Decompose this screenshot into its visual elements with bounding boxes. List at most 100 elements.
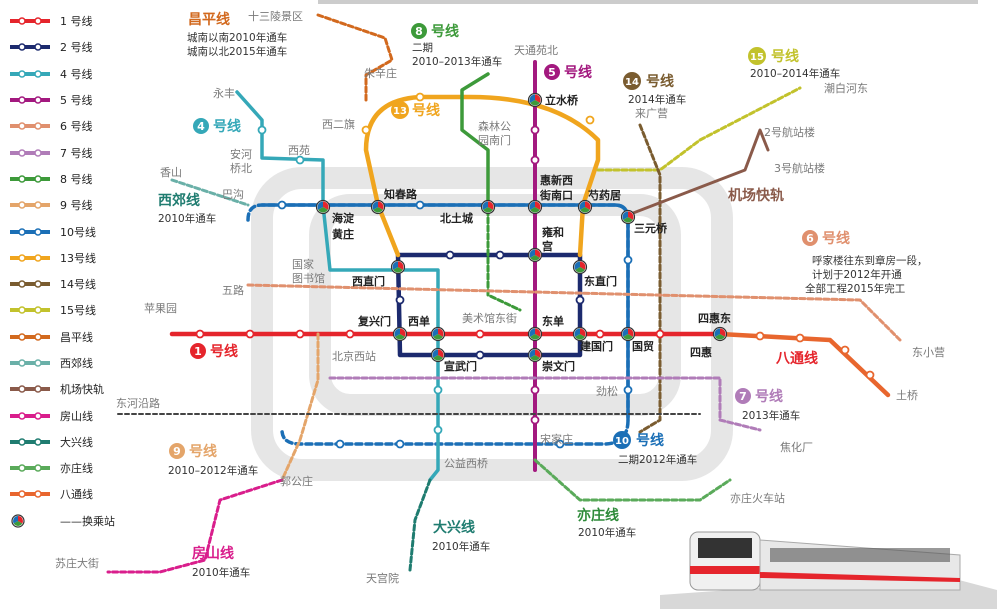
line-name-labels: 1 号线 4 号线 5 号线 6 号线 7 号线 8 号线 9 号线 10 号线… [158,11,850,562]
line-name: 号线 [771,48,799,65]
legend-swatch [10,17,50,25]
legend-item: 15号线 [8,297,126,323]
line-name: 亦庄线 [577,507,619,524]
legend-item: ——换乘站 [8,508,126,534]
station-label: 亦庄火车站 [730,491,785,505]
train-illustration [660,531,997,609]
legend-swatch [10,227,50,236]
station-label: 芍药居 [588,188,621,202]
line-notes: 城南以南2010年通车 城南以北2015年通车 二期 2010–2013年通车 … [158,31,928,579]
line-name: 号线 [564,64,592,81]
note-text: 2010年通车 [432,540,490,553]
line-8-extension [486,208,522,312]
note-text: 2014年通车 [628,93,686,106]
legend-label: 八通线 [60,488,93,502]
line-4 [235,90,440,482]
note-text: 2010–2013年通车 [412,55,502,68]
station-label: 西苑 [288,144,310,157]
station-label: 知春路 [383,187,418,201]
station-label: 土桥 [896,389,918,402]
top-bar [318,0,978,4]
legend-swatch [10,464,50,472]
yizhuang-line [533,458,732,502]
note-text: 二期 [412,42,433,54]
line-7 [328,376,762,432]
legend-swatch [10,69,50,78]
legend-label: 昌平线 [60,330,93,344]
legend-item: 9 号线 [8,192,126,218]
line-name: 号线 [822,230,850,247]
legend-item: 2 号线 [8,34,126,60]
note-text: 2010年通车 [158,212,216,225]
station-labels: 十三陵景区 天通苑北 朱辛庄 永丰 西二旗 森林公 园南门 安河 桥北 西苑 香… [55,9,945,585]
legend-swatch [10,385,50,394]
station-label: 五路 [222,284,244,297]
line-name: 号线 [189,443,217,460]
station-label: 苏庄大街 [55,556,99,570]
legend-swatch [10,280,50,288]
line-name: 昌平线 [188,11,230,28]
legend-swatch [10,359,50,367]
station-label: 3号航站楼 [774,161,825,175]
line-number: 8 [415,25,423,38]
xijiao-line [170,178,250,207]
station-label: 东河沿路 [116,397,160,410]
legend-swatch [10,122,50,131]
stations [195,92,875,449]
legend-label: 1 号线 [60,15,93,29]
legend-item: 房山线 [8,402,126,428]
station-label: 宫 [542,239,553,253]
legend-label: 5 号线 [60,94,93,108]
station-label: 东单 [542,314,564,328]
line-name: 八通线 [775,350,818,367]
legend-label: 10号线 [60,225,96,239]
line-number: 1 [194,345,202,358]
legend-item: 7 号线 [8,139,126,165]
changping-line [316,13,394,102]
legend-label: 9 号线 [60,199,93,213]
line-8 [460,72,490,212]
station-label: 来广营 [635,106,668,120]
line-name: 大兴线 [433,519,475,536]
station-label: 宣武门 [444,359,477,373]
note-text: 2013年通车 [742,409,800,422]
legend-item: 大兴线 [8,429,126,455]
station-label: 四惠东 [698,311,731,325]
fangshan-line [106,478,284,574]
legend-label: 13号线 [60,251,96,265]
station-label: 森林公 [478,119,511,133]
station-label: 国家 [292,257,314,271]
station-label: 焦化厂 [780,440,813,454]
station-label: 图书馆 [292,271,325,285]
legend-item: 八通线 [8,481,126,507]
line-number: 9 [173,445,181,458]
note-text: 全部工程2015年完工 [805,282,905,295]
station-label: 园南门 [478,133,511,147]
line-name: 号线 [412,102,440,119]
legend-item: 西郊线 [8,350,126,376]
legend-label: 14号线 [60,278,96,292]
legend-swatch [10,490,50,499]
legend-label: 西郊线 [60,357,93,370]
transfer-stations [315,92,728,363]
legend-swatch [10,175,50,183]
station-label: 2号航站楼 [764,125,815,139]
legend-item: 亦庄线 [8,455,126,481]
legend-label: 8 号线 [60,172,93,186]
legend-label: 4 号线 [60,67,93,81]
line-name: 号线 [213,118,241,135]
line-name: 西郊线 [158,192,200,209]
line-14 [638,123,662,434]
legend-item: 13号线 [8,245,126,271]
station-label: 潮白河东 [824,81,868,95]
line-number: 10 [615,436,629,447]
note-text: 2010年通车 [578,526,636,539]
note-text: 2010–2012年通车 [168,464,258,477]
legend-swatch [10,438,50,446]
station-label: 崇文门 [542,359,575,373]
legend-label: 房山线 [60,409,93,423]
legend-item: 1 号线 [8,8,126,34]
station-label: 西二旗 [322,117,355,131]
station-label: 立水桥 [545,93,579,107]
